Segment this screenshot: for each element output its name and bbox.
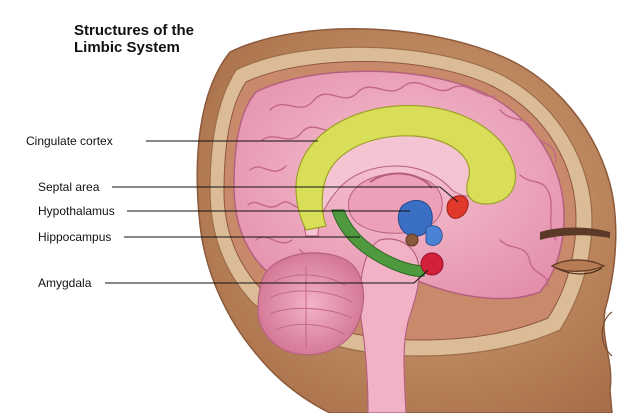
pituitary — [406, 234, 418, 246]
title-line-2: Limbic System — [74, 39, 274, 56]
label-amygdala: Amygdala — [38, 276, 91, 290]
label-cingulate-cortex: Cingulate cortex — [26, 134, 113, 148]
label-hypothalamus: Hypothalamus — [38, 204, 115, 218]
page-title: Structures of the Limbic System — [74, 22, 274, 56]
title-line-1: Structures of the — [74, 22, 274, 39]
amygdala — [421, 253, 443, 275]
label-septal-area: Septal area — [38, 180, 99, 194]
cerebellum — [258, 253, 364, 355]
hypothalamus-small — [426, 226, 442, 246]
label-hippocampus: Hippocampus — [38, 230, 111, 244]
